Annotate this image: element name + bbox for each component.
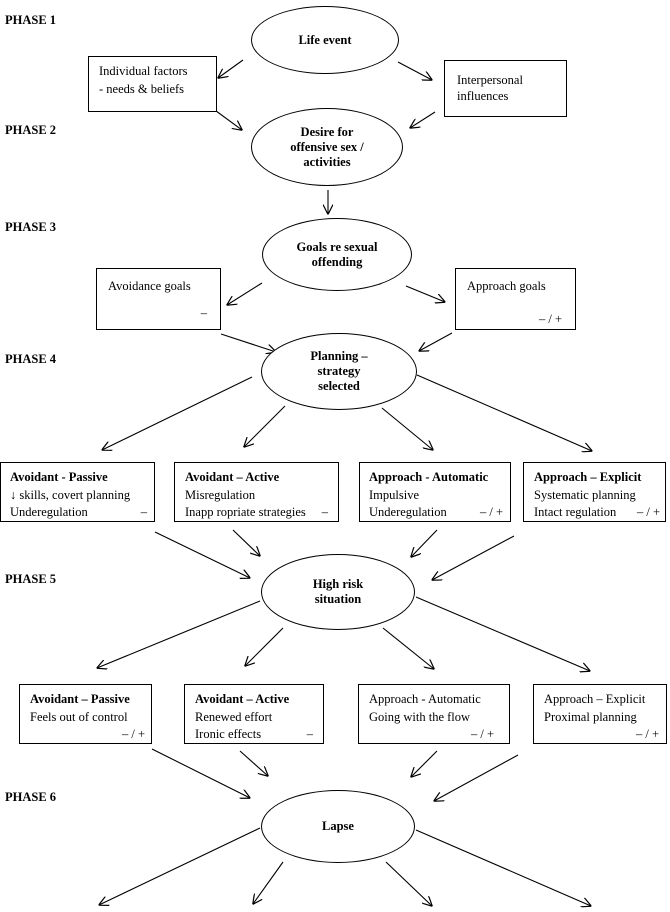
arrow [151, 748, 250, 798]
phase5-approach-explicit-box: Approach – Explicit Proximal planning – … [533, 684, 667, 744]
phase4-avoidant-active-box: Avoidant – Active Misregulation Inapp ro… [174, 462, 339, 522]
arrow [411, 750, 438, 777]
phase-label: PHASE 1 [5, 13, 57, 27]
phase5-avoidant-active-box: Avoidant – Active Renewed effort Ironic … [184, 684, 324, 744]
phase-label: PHASE 3 [5, 220, 57, 234]
arrow [244, 405, 286, 447]
phase-label: PHASE 2 [5, 123, 57, 137]
arrow [99, 827, 261, 905]
arrow [220, 333, 276, 352]
life-event-node: Life event [251, 6, 399, 74]
arrow [415, 829, 591, 906]
phase4-approach-automatic-box: Approach - Automatic Impulsive Underegul… [359, 462, 511, 522]
arrow [239, 750, 268, 776]
phase5-approach-automatic-box: Approach - Automatic Going with the flow… [358, 684, 510, 744]
arrow [416, 374, 592, 451]
arrow [232, 529, 260, 556]
arrow [419, 332, 453, 351]
arrow [432, 535, 515, 580]
arrow [102, 376, 253, 450]
arrow [385, 861, 432, 906]
arrow [415, 596, 590, 671]
phase-label: PHASE 4 [5, 352, 57, 366]
arrow [381, 407, 433, 450]
lapse-node: Lapse [261, 790, 415, 863]
arrow [218, 59, 244, 78]
avoidance-goals-box: Avoidance goals – [96, 268, 221, 330]
phase4-approach-explicit-box: Approach – Explicit Systematic planning … [523, 462, 666, 522]
arrow [245, 627, 284, 666]
arrow [97, 600, 261, 668]
arrow [211, 107, 242, 130]
arrow [397, 61, 432, 80]
arrow [434, 754, 519, 801]
phase5-avoidant-passive-box: Avoidant – Passive Feels out of control … [19, 684, 152, 744]
phase-label: PHASE 6 [5, 790, 57, 804]
arrow [411, 529, 438, 557]
interpersonal-influences-box: Interpersonal influences [444, 60, 567, 117]
individual-factors-box: Individual factors - needs & beliefs [88, 56, 217, 112]
arrow [405, 285, 445, 302]
arrow [227, 282, 263, 305]
approach-goals-box: Approach goals – / + [455, 268, 576, 330]
arrow [410, 111, 436, 128]
arrow [154, 531, 250, 578]
arrow [253, 861, 284, 904]
phase-label: PHASE 5 [5, 572, 57, 586]
arrow [382, 627, 434, 669]
phase4-avoidant-passive-box: Avoidant - Passive ↓ skills, covert plan… [0, 462, 155, 522]
